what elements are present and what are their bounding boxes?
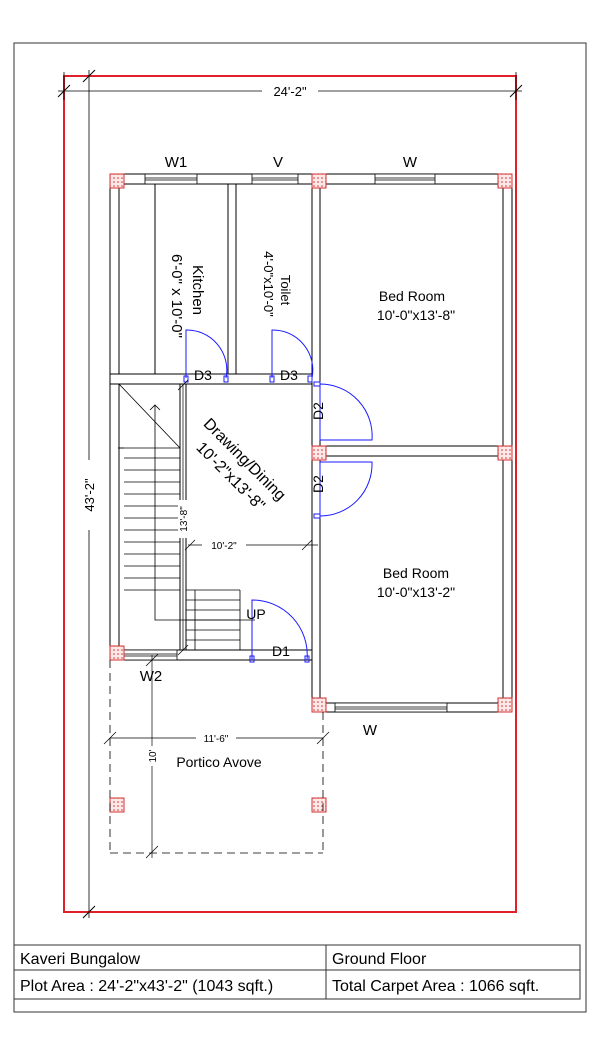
drawing-width-dim: 10'-2" [211,541,237,552]
toilet-size: 4'-0"x10'-0" [261,251,276,317]
columns [109,173,513,813]
bed-room-2-size: 10'-0"x13'-2" [377,584,455,600]
bed-room-1-name: Bed Room [379,288,445,304]
height-dimension: 43'-2" [81,69,97,919]
title-block [13,944,581,1000]
window-v-label: V [273,154,283,171]
door-d2-lower-label: D2 [310,475,326,493]
window-w1-label: W1 [165,154,188,171]
portico-depth-dim: 10' [148,749,159,762]
width-dimension-label: 24'-2" [273,84,307,99]
bed-room-2-name: Bed Room [383,565,449,581]
sheet-border [13,42,587,1013]
stair-up-label: UP [246,606,265,622]
kitchen-name: Kitchen [189,265,206,315]
door-d3-kitchen-label: D3 [194,367,212,383]
portico-name: Portico Avove [176,754,262,770]
door-d1-label: D1 [272,643,290,659]
title-project: Kaveri Bungalow [20,951,141,968]
toilet-name: Toilet [278,275,293,306]
door-d3-toilet-label: D3 [280,367,298,383]
plot-boundary [63,75,517,913]
portico-outline [109,660,324,854]
door-d2-upper-label: D2 [310,402,326,420]
windows [121,173,448,713]
portico-width-dim: 11'-6" [204,734,229,745]
bed-room-1-size: 10'-0"x13'-8" [377,307,455,323]
kitchen-size: 6'-0" x 10'-0" [168,254,185,338]
drawing-height-dim: 13'-8" [179,506,190,532]
title-floor: Ground Floor [332,951,427,968]
door-swings [183,329,373,663]
portico-dimensions [103,653,330,859]
staircase [118,383,255,650]
title-carpet-area: Total Carpet Area : 1066 sqft. [332,978,539,995]
height-dimension-label: 43'-2" [82,478,97,512]
width-dimension: 24'-2" [57,72,523,100]
window-w2-label: W2 [140,668,163,685]
window-w-bottom-label: W [363,722,378,739]
title-plot-area: Plot Area : 24'-2"x43'-2" (1043 sqft.) [20,978,273,995]
window-w-top-label: W [403,154,418,171]
